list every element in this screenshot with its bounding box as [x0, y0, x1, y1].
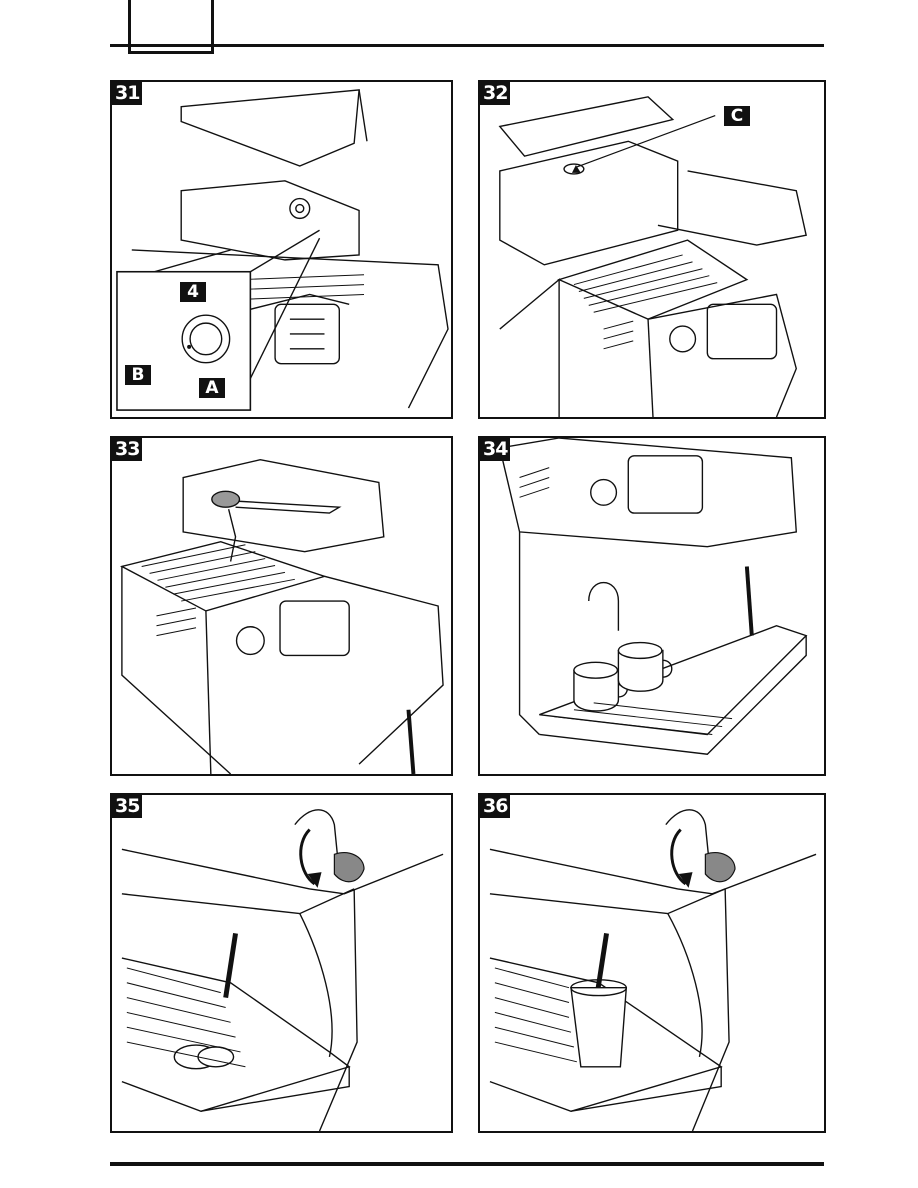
figure-36: 36 [478, 793, 826, 1133]
steam-glass-illustration [480, 795, 824, 1131]
figure-number: 34 [480, 438, 510, 461]
figure-34: 34 [478, 436, 826, 776]
callout-c: C [724, 106, 750, 126]
figure-35: 35 [110, 793, 453, 1133]
grinder-adjust-illustration [112, 82, 451, 417]
header-rule [110, 44, 824, 47]
figure-number: 33 [112, 438, 142, 461]
figure-33: 33 [110, 436, 453, 776]
figure-number: 35 [112, 795, 142, 818]
callout-4: 4 [180, 282, 206, 302]
figure-number: 36 [480, 795, 510, 818]
footer-rule [110, 1162, 824, 1166]
figure-number: 31 [112, 82, 142, 105]
figure-31: 31 4 B A [110, 80, 453, 419]
callout-b: B [125, 365, 151, 385]
callout-a: A [199, 378, 225, 398]
coffee-powder-illustration [112, 438, 451, 774]
steam-nozzle-illustration [112, 795, 451, 1131]
figure-32: 32 C [478, 80, 826, 419]
bean-container-illustration [480, 82, 824, 417]
espresso-cups-illustration [480, 438, 824, 774]
figure-number: 32 [480, 82, 510, 105]
